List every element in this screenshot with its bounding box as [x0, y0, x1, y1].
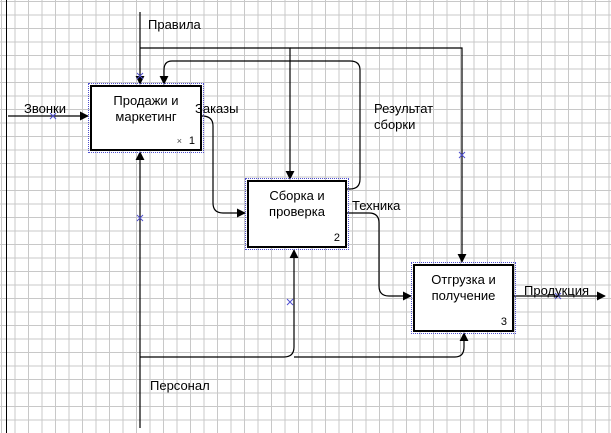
box-title-line1: Продажи и: [113, 93, 179, 108]
box-title: Сборка и проверка: [249, 188, 345, 220]
box-number: 1: [188, 135, 195, 147]
box-title-line1: Сборка и: [269, 188, 325, 203]
staff-branch-to-box3[interactable]: [294, 332, 469, 358]
label-rules: Правила: [148, 17, 201, 32]
box-number: 3: [500, 316, 507, 328]
orders-arrow[interactable]: [201, 115, 246, 218]
box-title-line2: маркетинг: [115, 109, 177, 124]
box-title-line1: Отгрузка и: [431, 272, 496, 287]
label-products: Продукция: [524, 283, 590, 298]
box-title-line2: получение: [431, 288, 496, 303]
canvas-left-edge: [6, 0, 7, 433]
assembly-result-arrow[interactable]: [159, 60, 361, 190]
box-number: 2: [333, 232, 340, 244]
label-assembly-result-line2: сборки: [374, 117, 416, 132]
box-title: Отгрузка и получение: [415, 272, 512, 304]
staff-branch-to-box2[interactable]: [140, 249, 299, 358]
activity-box-sales-marketing[interactable]: Продажи и маркетинг × 1: [88, 83, 204, 153]
rules-branch-to-box3[interactable]: [290, 47, 467, 263]
activity-box-assembly-testing[interactable]: Сборка и проверка 2: [245, 178, 349, 250]
label-assembly-result-line1: Результат: [374, 101, 434, 116]
label-orders: Заказы: [195, 101, 239, 116]
box-title: Продажи и маркетинг: [92, 93, 200, 125]
connector-markers: [49, 72, 562, 306]
marker-x-icon: ×: [176, 136, 182, 146]
label-calls: Звонки: [24, 101, 66, 116]
equipment-arrow[interactable]: [347, 212, 412, 301]
activity-box-shipping-receiving[interactable]: Отгрузка и получение 3: [411, 262, 516, 334]
label-equipment: Техника: [352, 198, 401, 213]
box-title-line2: проверка: [269, 204, 325, 219]
label-staff: Персонал: [150, 378, 210, 393]
label-assembly-result: Результат сборки: [374, 101, 433, 133]
